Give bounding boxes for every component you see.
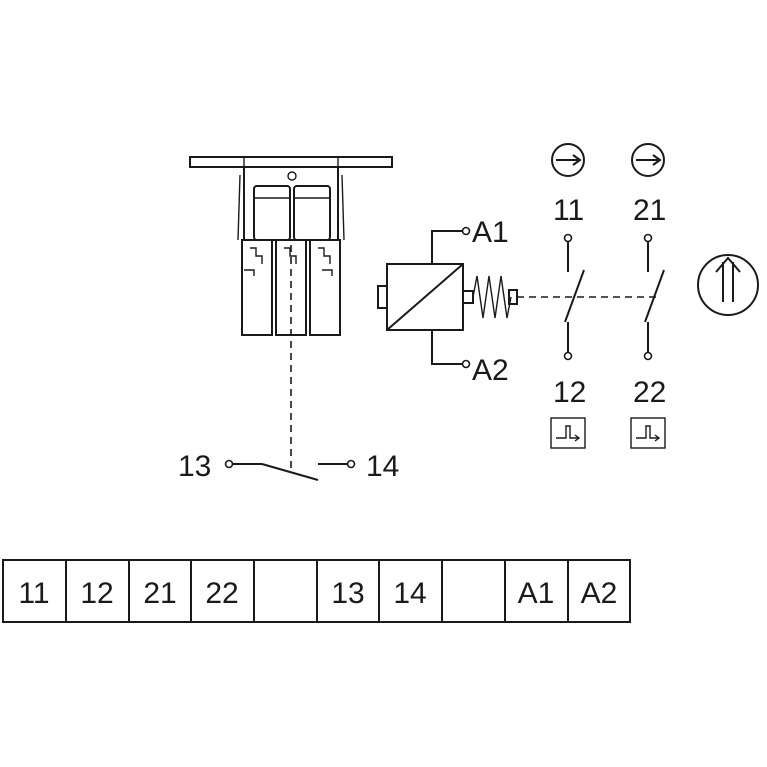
strip-cell-10: A2 (581, 577, 618, 610)
aux-contact-13-14: 13 14 (178, 450, 399, 483)
contact-21-22: 21 22 (630, 143, 666, 449)
strip-cell-6: 13 (331, 577, 364, 610)
strip-cell-7: 14 (393, 577, 426, 610)
strip-cell-1: 11 (18, 577, 49, 610)
terminal-11-label: 11 (553, 194, 584, 227)
push-actuator-icon (630, 417, 666, 449)
arrow-right-circle-icon (551, 143, 585, 177)
solenoid-coil: A1 A2 (377, 216, 660, 387)
switch-mechanism (189, 156, 393, 470)
strip-cell-4: 22 (205, 577, 238, 610)
strip-cell-2: 12 (80, 577, 113, 610)
terminal-strip: 11 12 21 22 13 14 A1 A2 (2, 559, 631, 623)
terminal-14-label: 14 (366, 450, 399, 483)
terminal-21-label: 21 (633, 194, 666, 227)
up-arrows-circle-icon (697, 254, 759, 316)
contact-11-12: 11 12 (550, 143, 586, 449)
arrow-right-circle-icon (631, 143, 665, 177)
strip-cell-3: 21 (143, 577, 176, 610)
terminal-a2-label: A2 (472, 354, 509, 387)
push-actuator-icon (550, 417, 586, 449)
terminal-a1-label: A1 (472, 216, 509, 249)
terminal-12-label: 12 (553, 376, 586, 409)
terminal-13-label: 13 (178, 450, 211, 483)
terminal-22-label: 22 (633, 376, 666, 409)
strip-cell-9: A1 (518, 577, 555, 610)
